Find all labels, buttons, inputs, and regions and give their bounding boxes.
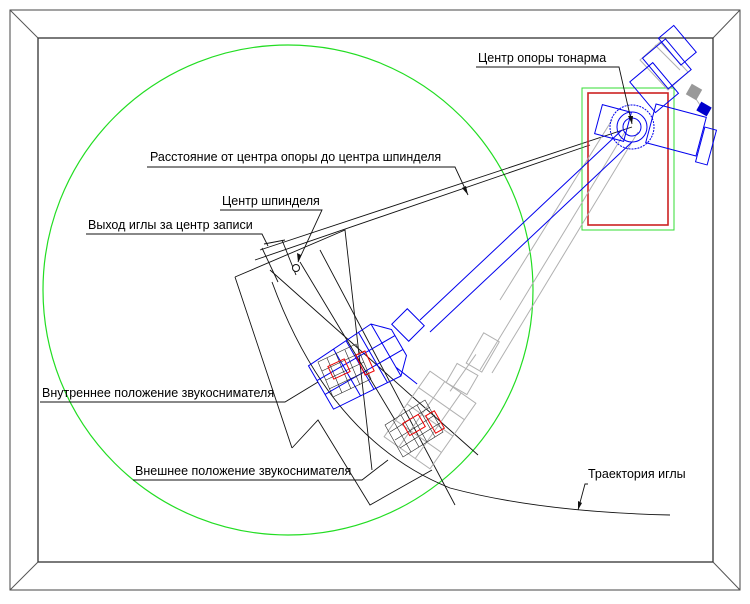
spindle-center-mark: [292, 264, 300, 272]
leader-lines: [40, 66, 633, 511]
mount-outline: [581, 87, 675, 231]
construction-lines: [234, 126, 671, 516]
label-inner-position: Внутреннее положение звукоснимателя: [42, 386, 275, 400]
counterweight-knob-outer: [685, 83, 703, 101]
tonearm-outer-position: [383, 41, 703, 470]
label-stylus-trajectory: Траектория иглы: [588, 467, 686, 481]
label-overhang: Выход иглы за центр записи: [88, 218, 253, 232]
stylus-trajectory-arc: [271, 281, 671, 516]
label-spindle-center: Центр шпинделя: [222, 194, 320, 208]
tonearm-inner-position: [307, 24, 718, 410]
arrowheads: [297, 116, 633, 510]
plinth-frame: [9, 9, 741, 591]
label-outer-position: Внешнее положение звукоснимателя: [135, 464, 352, 478]
counterweight-knob: [696, 101, 712, 117]
platter-circle: [42, 44, 534, 536]
label-pivot-to-spindle-distance: Расстояние от центра опоры до центра шпи…: [150, 150, 442, 164]
label-pivot-center: Центр опоры тонарма: [478, 51, 607, 65]
